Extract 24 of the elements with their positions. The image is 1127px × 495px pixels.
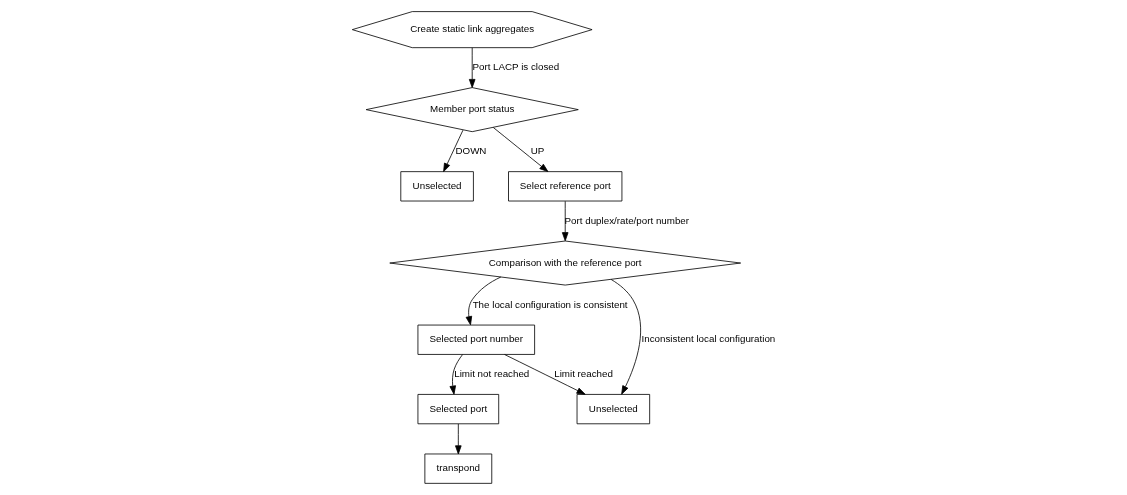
node-diamond: Comparison with the reference port xyxy=(388,240,741,286)
node-box: Selected port number xyxy=(417,324,535,355)
edge-label: Inconsistent local configuration xyxy=(641,333,775,345)
arrow xyxy=(503,354,586,395)
arrow xyxy=(449,354,463,395)
edge-label: Limit reached xyxy=(553,367,613,379)
node-box: transpond xyxy=(423,453,492,484)
node-box: Unselected xyxy=(399,171,474,202)
arrow xyxy=(610,279,641,395)
node-diamond: Member port status xyxy=(365,87,579,133)
arrow xyxy=(492,127,548,172)
node-box: Select reference port xyxy=(507,171,622,202)
edge-label: Limit not reached xyxy=(453,367,529,379)
node-box: Selected port xyxy=(417,394,499,425)
arrow xyxy=(454,423,462,455)
edge-label: The local configuration is consistent xyxy=(472,298,628,310)
edge-label: DOWN xyxy=(454,145,486,157)
arrow xyxy=(442,129,463,173)
node-box: Unselected xyxy=(576,394,650,425)
arrow xyxy=(465,276,501,326)
edge-label: UP xyxy=(530,145,544,157)
edge-label: Port LACP is closed xyxy=(471,61,559,73)
arrow xyxy=(561,200,568,242)
arrow xyxy=(468,47,475,88)
